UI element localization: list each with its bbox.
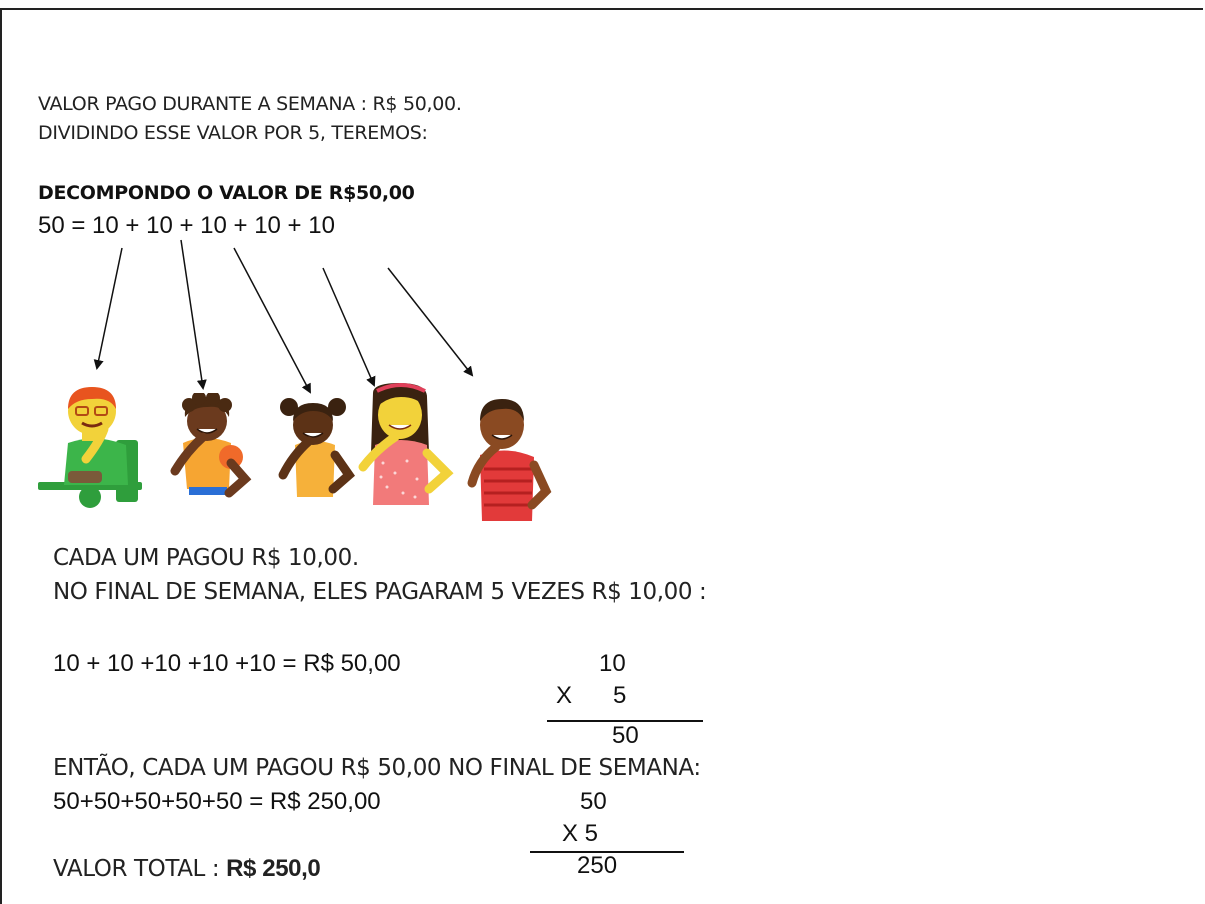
result-line: ENTÃO, CADA UM PAGOU R$ 50,00 NO FINAL D… — [53, 755, 701, 781]
sum2-result: 250 — [577, 852, 618, 879]
sum1-rule — [547, 720, 703, 722]
decompose-heading: DECOMPONDO O VALOR DE R$50,00 — [38, 182, 415, 204]
arrow-4 — [322, 267, 376, 387]
total-label: VALOR TOTAL : — [53, 856, 227, 882]
person-3-hair-buns-girl-icon — [278, 398, 356, 497]
sum1-result: 50 — [612, 722, 639, 749]
intro-line-1: VALOR PAGO DURANTE A SEMANA : R$ 50,00. — [38, 93, 462, 115]
person-1-wheelchair-boy-icon — [38, 387, 142, 508]
arrow-1 — [93, 247, 123, 370]
total-line: VALOR TOTAL : R$ 250,0 — [53, 855, 321, 883]
arrow-3 — [233, 247, 311, 394]
sum1-multiplier: 5 — [613, 682, 627, 709]
sum2-rule — [530, 851, 684, 853]
document-frame — [0, 8, 1203, 904]
summary-line-2: NO FINAL DE SEMANA, ELES PAGARAM 5 VEZES… — [53, 579, 707, 605]
arrow-2 — [180, 239, 207, 390]
sum2-equation: 50+50+50+50+50 = R$ 250,00 — [53, 788, 381, 815]
intro-line-2: DIVIDINDO ESSE VALOR POR 5, TEREMOS: — [38, 122, 428, 144]
arrow-5 — [387, 267, 474, 377]
sum2-multiplier: X 5 — [562, 820, 599, 847]
person-4-long-hair-girl-icon — [358, 383, 454, 505]
summary-line-1: CADA UM PAGOU R$ 10,00. — [53, 545, 359, 571]
sum2-top: 50 — [580, 788, 607, 815]
decompose-equation: 50 = 10 + 10 + 10 + 10 + 10 — [38, 212, 335, 239]
sum1-top: 10 — [599, 650, 626, 677]
person-2-curly-hair-boy-icon — [170, 393, 252, 498]
sum1-equation: 10 + 10 +10 +10 +10 = R$ 50,00 — [53, 650, 401, 677]
total-value: R$ 250,0 — [226, 855, 321, 882]
sum1-operator: X — [556, 682, 573, 709]
person-5-striped-shirt-boy-icon — [467, 399, 552, 521]
